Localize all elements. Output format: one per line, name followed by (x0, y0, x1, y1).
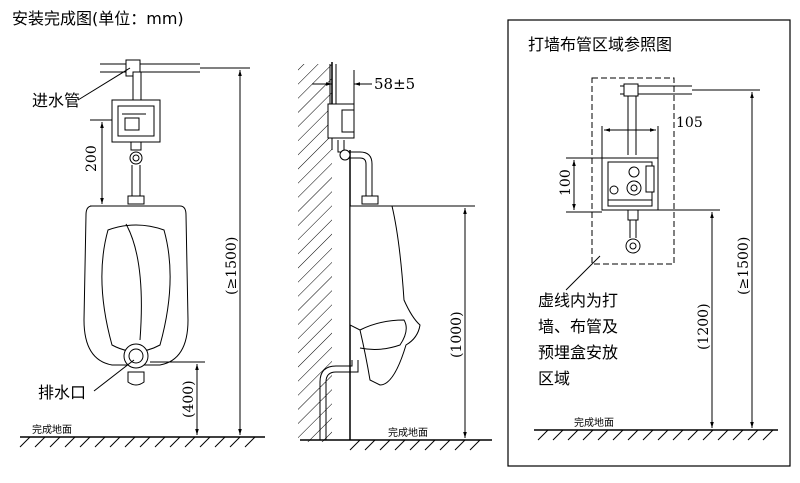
wall-zone-dashed (591, 77, 675, 265)
drain-trap-side (319, 360, 359, 440)
floor-side (300, 439, 492, 451)
dim-1000-side (392, 205, 475, 438)
urinal-body-side (349, 205, 421, 386)
dim-58-side (312, 70, 372, 104)
flush-valve-box (111, 99, 161, 143)
dim-105-label: 105 (676, 115, 703, 131)
drain-leader (93, 359, 135, 392)
note-leader (565, 255, 601, 291)
drain-label: 排水口 (38, 383, 86, 402)
floor-ref (534, 429, 778, 441)
inlet-leader (77, 67, 131, 101)
floor-label-side: 完成地面 (388, 426, 428, 439)
flush-pipe-side (337, 140, 373, 196)
dim-1200-ref (658, 209, 720, 428)
reference-panel (507, 19, 791, 467)
dim-400-label: (400) (181, 380, 197, 418)
reference-panel-border (507, 19, 791, 467)
dim-1500-front (200, 67, 250, 435)
inlet-label: 进水管 (32, 91, 80, 110)
diagram-title: 安装完成图(单位：mm) (12, 9, 184, 28)
drain-outlet (123, 343, 149, 386)
wall-hatch (298, 64, 332, 442)
front-view (19, 59, 265, 448)
dim-1500-ref (692, 89, 760, 428)
inlet-pipe (100, 59, 200, 103)
dim-1500-label-front: (≥1500) (224, 237, 240, 295)
note-line-4: 区域 (538, 369, 570, 388)
dim-200-front (90, 119, 112, 207)
dim-100 (566, 157, 602, 213)
floor-label-ref: 完成地面 (574, 416, 614, 429)
dim-1500-label-ref: (≥1500) (736, 237, 752, 295)
dim-100-label: 100 (558, 169, 574, 196)
urinal-body-front (83, 205, 189, 366)
note-line-3: 预埋盒安放 (538, 343, 618, 362)
side-view (298, 62, 492, 451)
reference-title: 打墙布管区域参照图 (528, 35, 672, 54)
floor-front (19, 436, 265, 448)
dim-1000-label: (1000) (449, 311, 465, 358)
offset-label: 58±5 (374, 75, 415, 93)
floor-label-front: 完成地面 (32, 423, 72, 436)
note-line-2: 墙、布管及 (538, 317, 618, 336)
valve-connector (127, 141, 145, 205)
note-line-1: 虚线内为打 (538, 291, 618, 310)
dim-400-front (150, 361, 205, 435)
dim-1200-label: (1200) (696, 303, 712, 350)
dim-105 (601, 126, 659, 158)
dim-200-label: 200 (84, 145, 100, 172)
